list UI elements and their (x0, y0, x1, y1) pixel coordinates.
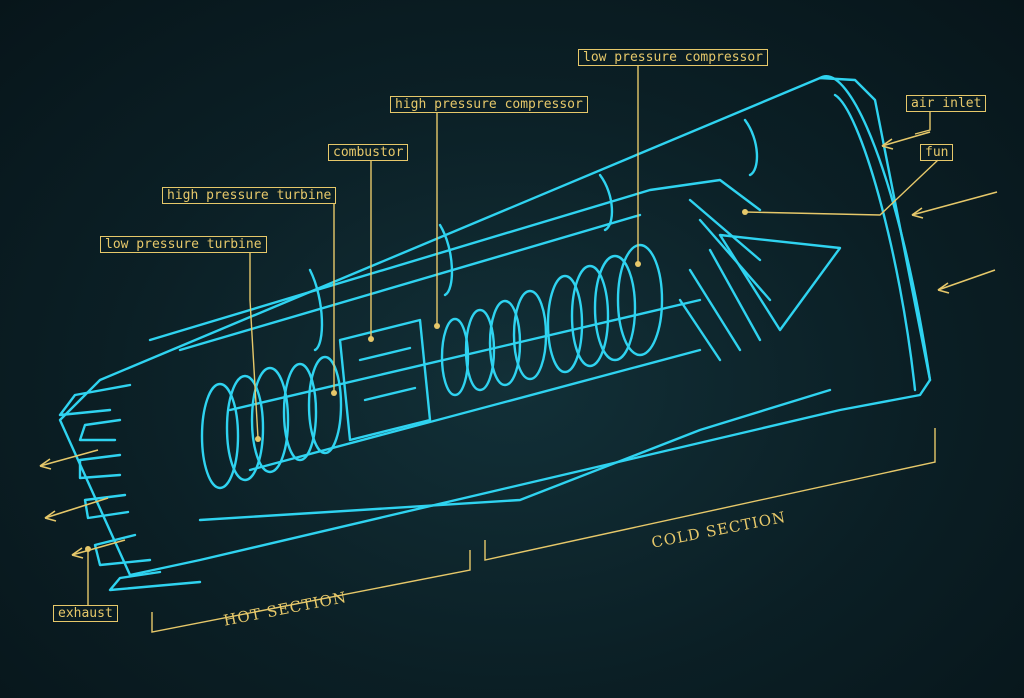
label-low-pressure-turbine: low pressure turbine (100, 236, 267, 253)
leader-air-inlet (914, 112, 931, 135)
spinner (718, 233, 842, 332)
casing-top-inner (178, 213, 642, 352)
combustor-inner (358, 346, 417, 402)
core-shaft-bottom (248, 348, 702, 472)
fan-blades (678, 198, 772, 362)
arrow-exhaust-2 (44, 497, 109, 522)
lp-turbine-stages (200, 366, 290, 490)
nacelle-rib-4 (308, 268, 324, 352)
dot-fun (742, 209, 748, 215)
leader-lp-turbine (249, 252, 259, 439)
dot-lp-compressor (635, 261, 641, 267)
arrow-inlet-3 (881, 131, 931, 150)
nacelle-rib-3 (438, 223, 454, 297)
label-low-pressure-compressor: low pressure compressor (578, 49, 769, 66)
casing-lower (198, 388, 832, 522)
inlet-ring (833, 93, 917, 392)
hp-compressor-stages (440, 289, 548, 397)
combustor-chamber (338, 318, 432, 442)
arrow-exhaust-1 (39, 449, 99, 470)
hot-section-bracket (151, 550, 471, 633)
label-exhaust: exhaust (53, 605, 118, 622)
nacelle-lip (818, 75, 932, 382)
dot-lp-turbine (255, 436, 261, 442)
dot-hp-compressor (434, 323, 440, 329)
label-high-pressure-compressor: high pressure compressor (390, 96, 588, 113)
leader-fun (744, 159, 939, 216)
label-combustor: combustor (328, 144, 409, 161)
arrow-exhaust-3 (71, 539, 126, 559)
label-fun: fun (920, 144, 954, 161)
exhaust-nozzle (58, 383, 202, 592)
hp-turbine-stages (282, 355, 343, 462)
nacelle-rib-1 (743, 118, 759, 177)
arrow-inlet-1 (911, 191, 998, 219)
label-air-inlet: air inlet (906, 95, 987, 112)
casing-upper (148, 178, 762, 342)
dot-hp-turbine (331, 390, 337, 396)
nacelle-rib-2 (598, 173, 614, 232)
lp-compressor-stages (546, 243, 664, 374)
label-high-pressure-turbine: high pressure turbine (162, 187, 337, 204)
cold-section-bracket (484, 428, 936, 561)
dot-combustor (368, 336, 374, 342)
arrow-inlet-2 (937, 269, 996, 294)
nacelle-outline (58, 76, 932, 577)
